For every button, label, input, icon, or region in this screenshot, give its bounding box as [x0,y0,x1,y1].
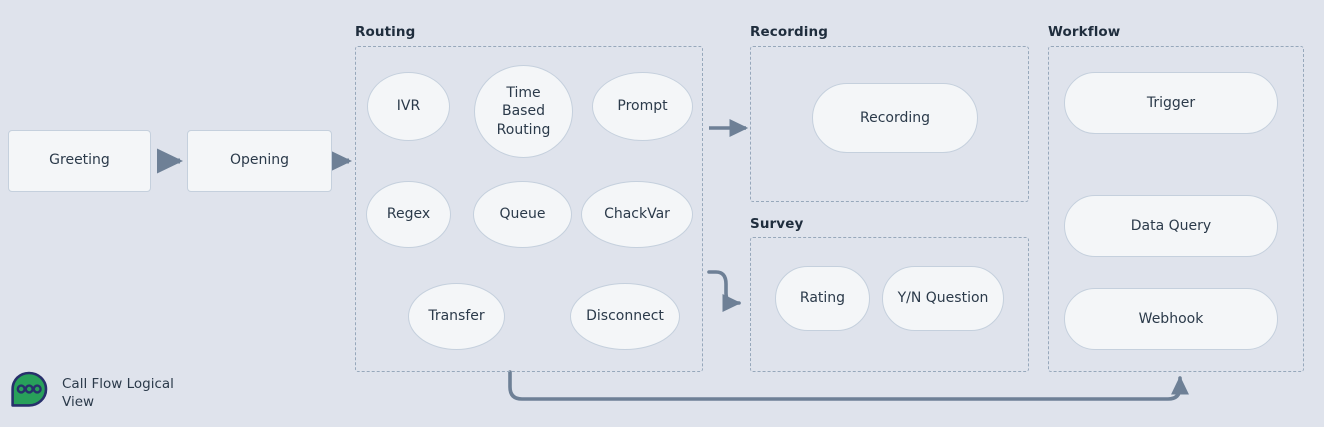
group-box-survey [750,237,1029,372]
node-disconnect[interactable]: Disconnect [570,283,680,350]
legend: Call Flow Logical View [8,370,174,416]
group-box-routing [355,46,703,372]
legend-line-2: View [62,394,95,410]
group-box-recording [750,46,1029,202]
node-recording-label: Recording [859,109,931,126]
group-label-routing: Routing [355,24,416,40]
node-data-query-label: Data Query [1130,217,1212,234]
node-opening-label: Opening [229,152,290,169]
node-rating-label: Rating [799,290,846,307]
node-webhook-label: Webhook [1138,310,1204,327]
node-yn-question[interactable]: Y/N Question [882,266,1004,331]
node-yn-question-label: Y/N Question [897,290,989,307]
chat-bubble-three-dots-icon [8,370,50,416]
connector-routing-to-survey [707,270,742,312]
node-regex-label: Regex [386,206,431,223]
group-box-workflow [1048,46,1304,372]
legend-line-1: Call Flow Logical [62,375,174,392]
group-label-survey: Survey [750,216,804,232]
node-greeting-label: Greeting [49,152,110,169]
node-rating[interactable]: Rating [775,266,870,331]
node-trigger-label: Trigger [1146,94,1196,111]
node-transfer[interactable]: Transfer [408,283,505,350]
node-queue[interactable]: Queue [473,181,572,248]
group-label-recording: Recording [750,24,828,40]
connector-routing-to-workflow [508,370,1189,401]
node-recording[interactable]: Recording [812,83,978,153]
node-prompt[interactable]: Prompt [592,72,693,141]
legend-text: Call Flow Logical View [62,375,174,411]
node-ivr-label: IVR [396,98,421,115]
node-regex[interactable]: Regex [366,181,451,248]
node-webhook[interactable]: Webhook [1064,288,1278,350]
node-trigger[interactable]: Trigger [1064,72,1278,134]
node-time-based-routing-label: Time Based Routing [496,85,551,138]
node-disconnect-label: Disconnect [586,308,664,325]
node-data-query[interactable]: Data Query [1064,195,1278,257]
node-queue-label: Queue [499,206,546,223]
node-chackvar-label: ChackVar [604,206,670,223]
node-opening[interactable]: Opening [187,130,332,192]
node-prompt-label: Prompt [617,98,668,115]
group-label-workflow: Workflow [1048,24,1121,40]
node-greeting[interactable]: Greeting [8,130,151,192]
node-transfer-label: Transfer [428,308,485,325]
node-chackvar[interactable]: ChackVar [581,181,693,248]
node-time-based-routing[interactable]: Time Based Routing [474,65,573,158]
node-ivr[interactable]: IVR [367,72,450,141]
